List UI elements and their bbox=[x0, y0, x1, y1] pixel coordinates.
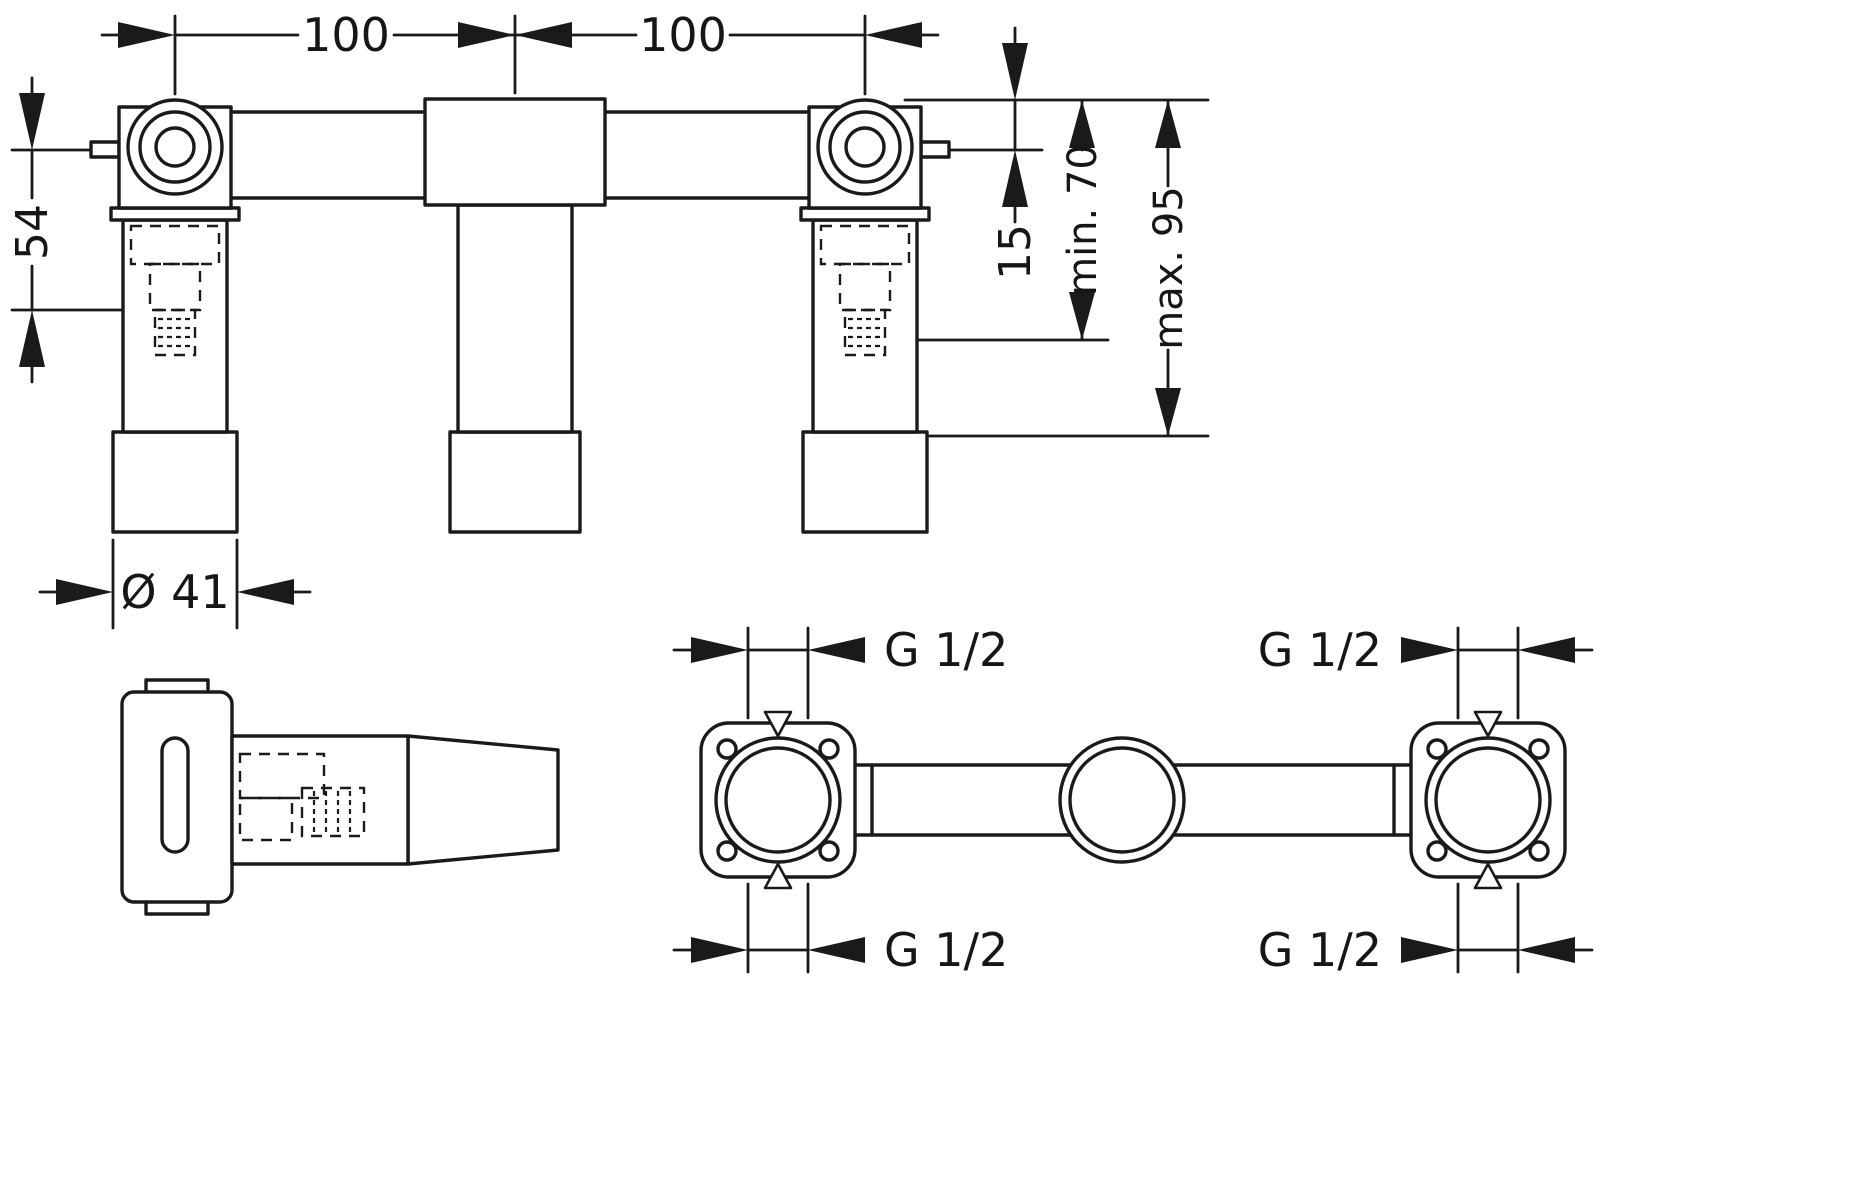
right-knob-inner bbox=[844, 126, 886, 168]
arrow-icon bbox=[1518, 937, 1575, 963]
right-knob-outer bbox=[816, 98, 914, 196]
arrow-icon bbox=[118, 22, 175, 48]
left-step bbox=[109, 206, 241, 222]
arrow-icon bbox=[515, 22, 572, 48]
screw-hole bbox=[1426, 738, 1448, 760]
right-thread-hidden bbox=[843, 308, 887, 357]
left-thread-hidden bbox=[153, 308, 197, 357]
arrow-icon bbox=[1069, 100, 1095, 148]
dim-label-spacing-left: 100 bbox=[302, 8, 390, 62]
right-valve-outer bbox=[1424, 736, 1552, 864]
screw-hole bbox=[716, 738, 738, 760]
screw-hole bbox=[716, 840, 738, 862]
arrow-icon bbox=[1401, 937, 1458, 963]
arrow-icon bbox=[19, 310, 45, 367]
arrow-icon bbox=[1155, 388, 1181, 436]
arrow-icon bbox=[19, 93, 45, 150]
left-cartridge-hidden bbox=[129, 224, 221, 266]
dim-label-diameter-41: Ø 41 bbox=[120, 565, 229, 619]
middle-tube bbox=[456, 203, 574, 434]
right-cartridge-hidden bbox=[819, 224, 911, 266]
left-collar bbox=[111, 430, 239, 534]
dim-label-min-70: min. 70 bbox=[1060, 144, 1106, 296]
left-knob-outer bbox=[126, 98, 224, 196]
right-tube bbox=[811, 218, 919, 434]
arrow-icon bbox=[1401, 637, 1458, 663]
hidden-insert-side bbox=[238, 796, 294, 842]
middle-block bbox=[423, 97, 607, 207]
arrow-icon bbox=[808, 937, 865, 963]
flow-arrow-down-icon bbox=[763, 710, 793, 738]
right-handle-pin bbox=[919, 140, 951, 159]
arrow-icon bbox=[237, 579, 294, 605]
connection-dimensions: G 1/2 G 1/2 G 1/2 G 1/2 bbox=[672, 623, 1594, 977]
dim-label-15: 15 bbox=[990, 224, 1041, 280]
arrow-icon bbox=[458, 22, 515, 48]
flow-arrow-down-icon bbox=[1473, 710, 1503, 738]
left-handle-pin bbox=[89, 140, 121, 159]
left-knob-inner bbox=[154, 126, 196, 168]
center-connection-outer bbox=[1058, 736, 1186, 864]
flow-arrow-up-icon bbox=[763, 862, 793, 890]
arrow-icon bbox=[1069, 292, 1095, 340]
valve-nose bbox=[406, 734, 560, 866]
thread-label-top-left: G 1/2 bbox=[884, 623, 1008, 677]
front-view-dimensions: 100 100 54 15 min. 70 max bbox=[7, 8, 1210, 630]
right-knob-ring bbox=[828, 110, 902, 184]
right-valve-inner bbox=[1434, 746, 1542, 854]
screw-hole bbox=[818, 840, 840, 862]
middle-collar bbox=[448, 430, 582, 534]
arrow-icon bbox=[1002, 43, 1028, 100]
side-view bbox=[120, 678, 560, 916]
dim-label-spacing-right: 100 bbox=[639, 8, 727, 62]
dim-label-max-95: max. 95 bbox=[1146, 186, 1192, 349]
arrow-icon bbox=[1518, 637, 1575, 663]
hidden-cartridge-side bbox=[238, 752, 326, 800]
left-valve-inner bbox=[724, 746, 832, 854]
hidden-thread-side bbox=[300, 786, 366, 838]
right-step bbox=[799, 206, 931, 222]
thread-label-bottom-left: G 1/2 bbox=[884, 923, 1008, 977]
flange-slot bbox=[160, 736, 190, 854]
arrow-icon bbox=[865, 22, 922, 48]
thread-label-bottom-right: G 1/2 bbox=[1258, 923, 1382, 977]
arrow-icon bbox=[808, 637, 865, 663]
left-knob-ring bbox=[138, 110, 212, 184]
right-collar bbox=[801, 430, 929, 534]
arrow-icon bbox=[691, 637, 748, 663]
arrow-icon bbox=[691, 937, 748, 963]
dim-label-54: 54 bbox=[7, 204, 58, 260]
screw-hole bbox=[1528, 840, 1550, 862]
screw-hole bbox=[1528, 738, 1550, 760]
center-connection-inner bbox=[1068, 746, 1176, 854]
flow-arrow-up-icon bbox=[1473, 862, 1503, 890]
valve-body-side bbox=[230, 734, 410, 866]
front-view bbox=[89, 97, 951, 534]
screw-hole bbox=[1426, 840, 1448, 862]
arrow-icon bbox=[1002, 150, 1028, 207]
arrow-icon bbox=[1155, 100, 1181, 148]
left-valve-outer bbox=[714, 736, 842, 864]
connection-view bbox=[699, 710, 1567, 890]
arrow-icon bbox=[56, 579, 113, 605]
left-tube bbox=[121, 218, 229, 434]
thread-label-top-right: G 1/2 bbox=[1258, 623, 1382, 677]
screw-hole bbox=[818, 738, 840, 760]
